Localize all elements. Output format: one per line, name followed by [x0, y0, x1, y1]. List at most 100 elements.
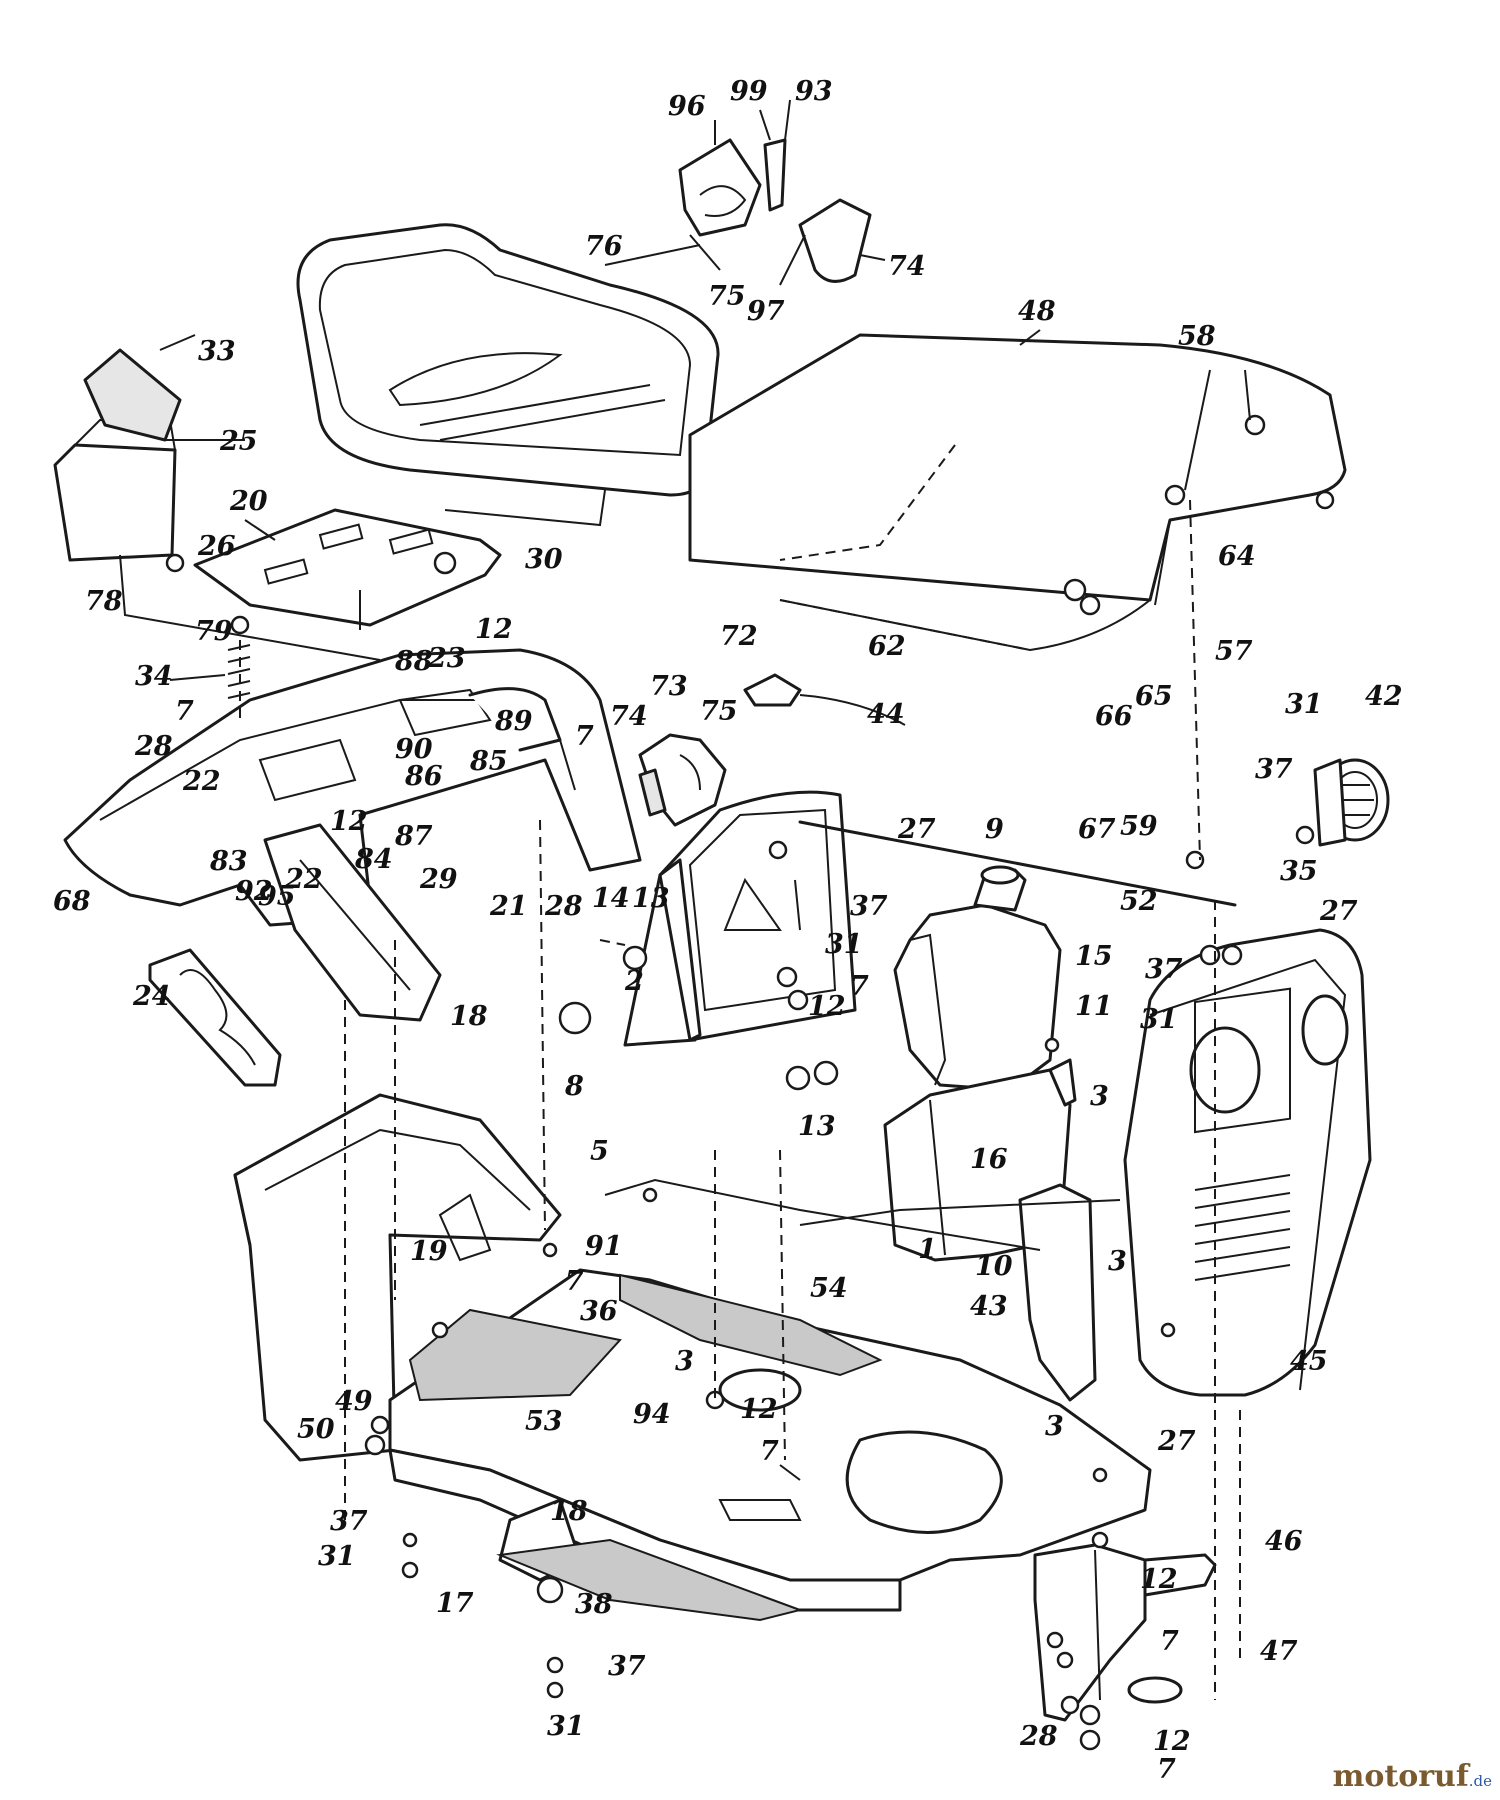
label-3d: 3: [1045, 1411, 1064, 1442]
label-13: 13: [632, 883, 670, 914]
fasteners: [165, 551, 1315, 1751]
label-27c: 27: [1157, 1426, 1196, 1457]
hood: [688, 329, 1347, 652]
label-7f: 7: [1160, 1626, 1179, 1657]
label-89: 89: [494, 706, 533, 737]
label-30: 30: [525, 544, 563, 575]
label-37d: 37: [330, 1506, 368, 1537]
label-75: 75: [700, 696, 738, 727]
label-7b: 7: [565, 1266, 584, 1297]
label-31d: 31: [318, 1541, 356, 1572]
label-20: 20: [229, 486, 268, 517]
rear-frame-box: [233, 1093, 562, 1462]
label-15: 15: [1075, 941, 1113, 972]
label-37e: 37: [608, 1651, 646, 1682]
label-66: 66: [1095, 701, 1133, 732]
label-72: 72: [720, 621, 758, 652]
label-86: 86: [404, 761, 443, 792]
label-48: 48: [1018, 296, 1056, 327]
label-90: 90: [395, 734, 433, 765]
label-94: 94: [633, 1399, 671, 1430]
label-24: 24: [132, 981, 171, 1012]
label-28: 28: [134, 731, 173, 762]
label-2: 2: [624, 966, 644, 997]
label-83: 83: [209, 846, 248, 877]
label-64: 64: [1218, 541, 1256, 572]
label-10: 10: [975, 1251, 1013, 1282]
ignition-switch-assembly: [638, 673, 906, 827]
label-97: 97: [747, 296, 785, 327]
label-84: 84: [354, 844, 393, 875]
label-79: 79: [195, 616, 233, 647]
label-14: 14: [592, 883, 630, 914]
label-49: 49: [335, 1386, 373, 1417]
label-16: 16: [970, 1144, 1008, 1175]
label-53: 53: [525, 1406, 563, 1437]
label-23: 23: [427, 643, 466, 674]
label-85: 85: [469, 746, 508, 777]
label-42: 42: [1365, 681, 1403, 712]
label-37b: 37: [1255, 754, 1293, 785]
label-25: 25: [219, 426, 258, 457]
label-21: 21: [489, 891, 528, 922]
label-37: 37: [850, 891, 888, 922]
label-88: 88: [394, 646, 433, 677]
label-3c: 3: [675, 1346, 694, 1377]
label-27: 27: [897, 814, 936, 845]
label-19: 19: [410, 1236, 448, 1267]
label-57: 57: [1215, 636, 1253, 667]
fuel-tank: [893, 865, 1062, 1092]
label-34: 34: [135, 661, 173, 692]
label-12c: 12: [330, 806, 368, 837]
label-8: 8: [564, 1071, 584, 1102]
label-11: 11: [1075, 991, 1113, 1022]
label-43: 43: [970, 1291, 1008, 1322]
height-adjust-plate: [148, 948, 282, 1087]
label-18b: 18: [550, 1496, 588, 1527]
label-33: 33: [198, 336, 236, 367]
label-67: 67: [1078, 814, 1116, 845]
label-7e: 7: [575, 721, 594, 752]
dash-panel: [623, 790, 857, 1047]
hood-rod: [798, 820, 1237, 907]
label-46: 46: [1265, 1526, 1303, 1557]
label-31c: 31: [1140, 1004, 1178, 1035]
label-29: 29: [419, 864, 458, 895]
label-26: 26: [197, 531, 236, 562]
label-73: 73: [650, 671, 688, 702]
watermark-brand: motoruf: [1332, 1759, 1469, 1794]
label-65: 65: [1135, 681, 1173, 712]
label-96: 96: [668, 91, 706, 122]
label-7c: 7: [760, 1436, 779, 1467]
seat-switch-assembly: [678, 99, 886, 286]
label-37c: 37: [1145, 954, 1183, 985]
label-62: 62: [868, 631, 906, 662]
label-28c: 28: [1019, 1721, 1058, 1752]
label-91: 91: [585, 1231, 623, 1262]
label-28b: 28: [544, 891, 583, 922]
label-74: 74: [610, 701, 648, 732]
label-92: 92: [235, 876, 273, 907]
label-3: 3: [1090, 1081, 1109, 1112]
label-59: 59: [1120, 811, 1158, 842]
front-grille: [1123, 928, 1372, 1397]
assembly-guide-lines: [119, 489, 1241, 1700]
label-36: 36: [580, 1296, 618, 1327]
seat-spring: [169, 644, 251, 699]
label-3b: 3: [1108, 1246, 1127, 1277]
label-35: 35: [1280, 856, 1318, 887]
label-27b: 27: [1319, 896, 1358, 927]
label-12f: 12: [1153, 1726, 1191, 1757]
label-12b: 12: [475, 614, 513, 645]
label-17: 17: [436, 1588, 474, 1619]
main-frame: [388, 1268, 1152, 1622]
seat: [296, 223, 720, 497]
label-31e: 31: [547, 1711, 585, 1742]
side-panel: [1018, 1183, 1097, 1402]
label-22: 22: [182, 766, 221, 797]
label-12e: 12: [1140, 1564, 1178, 1595]
fender-side-plate: [263, 823, 442, 1022]
watermark-suffix: .de: [1468, 1772, 1492, 1790]
label-5: 5: [590, 1136, 609, 1167]
